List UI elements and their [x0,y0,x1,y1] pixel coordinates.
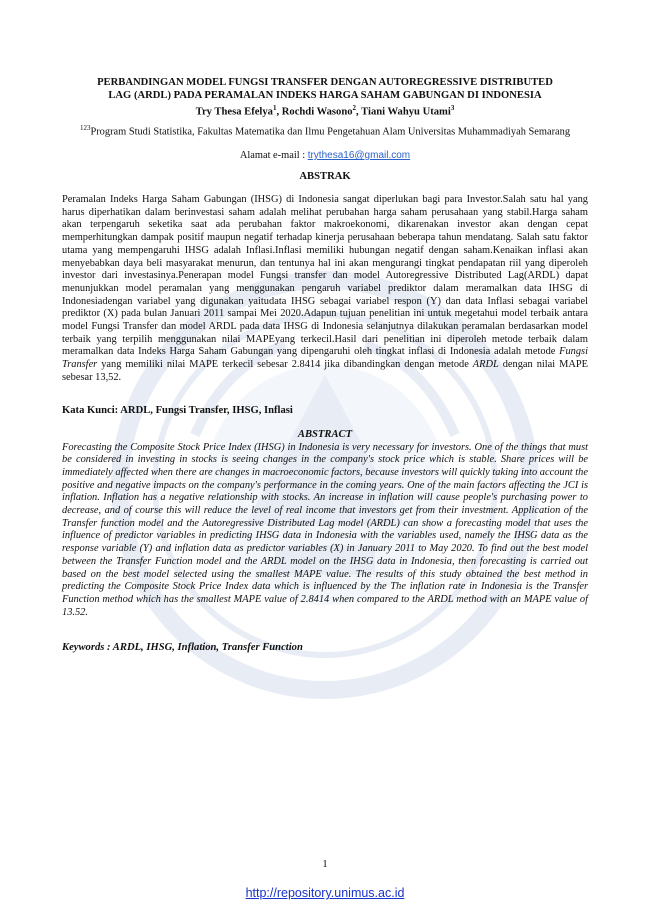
abstrak-body: Peramalan Indeks Harga Saham Gabungan (I… [62,194,588,385]
paper-page: PERBANDINGAN MODEL FUNGSI TRANSFER DENGA… [62,76,588,654]
abstract-heading: ABSTRACT [297,428,353,440]
author-sup: 2 [352,104,357,112]
author-name: Rochdi Wasono [281,106,353,118]
abstrak-heading: ABSTRAK [299,171,351,182]
footer: http://repository.unimus.ac.id [0,886,650,900]
email-line: Alamat e-mail : trythesa16@gmail.com [62,149,588,162]
paper-title: PERBANDINGAN MODEL FUNGSI TRANSFER DENGA… [62,76,588,102]
author-name: Tiani Wahyu Utami [361,106,451,118]
kata-kunci: Kata Kunci: ARDL, Fungsi Transfer, IHSG,… [62,404,293,416]
abstrak-text-1: Peramalan Indeks Harga Saham Gabungan (I… [62,194,588,358]
author-list: Try Thesa Efelya1, Rochdi Wasono2, Tiani… [195,104,455,118]
author-name: Try Thesa Efelya [195,106,273,118]
abstract-body: Forecasting the Composite Stock Price In… [62,441,588,618]
page-number: 1 [322,858,328,870]
repository-link[interactable]: http://repository.unimus.ac.id [245,886,405,900]
author-sup: 3 [450,104,455,112]
abstrak-text-2: yang memiliki nilai MAPE terkecil sebesa… [97,359,473,371]
email-link[interactable]: trythesa16@gmail.com [307,150,411,161]
abstrak-italic-2: ARDL [472,359,499,371]
affiliation: 123Program Studi Statistika, Fakultas Ma… [62,121,588,139]
author-sup: 1 [272,104,277,112]
keywords: Keywords : ARDL, IHSG, Inflation, Transf… [62,642,303,654]
title-line-2: LAG (ARDL) PADA PERAMALAN INDEKS HARGA S… [108,90,542,101]
affiliation-sup: 123 [79,123,91,132]
abstrak-text-3: dengan nilai MAPE sebesar 13,52. [62,359,588,383]
email-label: Alamat e-mail : [239,150,306,161]
affiliation-text: Program Studi Statistika, Fakultas Matem… [90,126,571,137]
abstrak-italic-1: Fungsi Transfer [62,346,588,371]
title-line-1: PERBANDINGAN MODEL FUNGSI TRANSFER DENGA… [97,77,553,88]
